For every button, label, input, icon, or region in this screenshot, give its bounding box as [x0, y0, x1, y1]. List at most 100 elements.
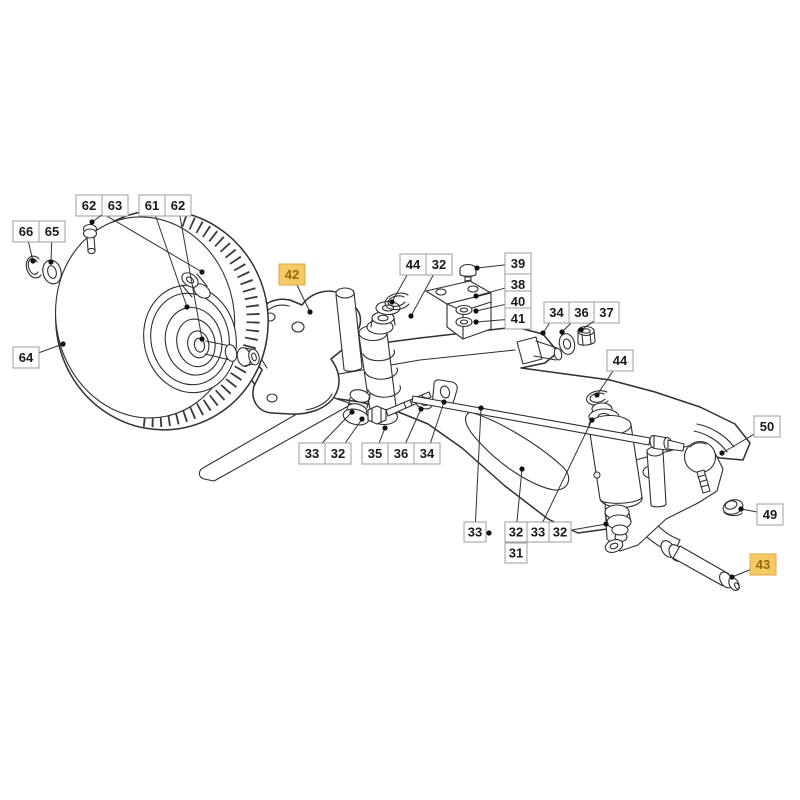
label-text: 65 [45, 224, 59, 239]
part-callout-49-19[interactable]: 49 [738, 503, 784, 526]
part-callout-41-13[interactable]: 41 [473, 307, 532, 330]
part-callout-33-26[interactable]: 33 [463, 405, 487, 543]
part-callout-32-9[interactable]: 32 [408, 253, 453, 319]
leader-dot [474, 265, 480, 271]
label-box [753, 415, 781, 438]
label-box [413, 442, 441, 465]
washer-41 [455, 316, 473, 328]
label-box [12, 346, 40, 369]
label-text: 35 [368, 446, 382, 461]
circlip-44-left [384, 292, 410, 311]
label-text: 62 [82, 198, 96, 213]
part-callout-44-8[interactable]: 44 [389, 253, 427, 305]
hub-hardware [25, 223, 211, 299]
part-callout-32-22[interactable]: 32 [324, 416, 365, 465]
label-text: 33 [305, 446, 319, 461]
leader-line [474, 407, 482, 523]
leader-line [378, 427, 386, 444]
part-callout-33-21[interactable]: 33 [298, 409, 355, 465]
leader-dot [738, 506, 744, 512]
part-callout-37-16[interactable]: 37 [578, 301, 620, 333]
part-callout-63-3[interactable]: 63 [89, 194, 129, 225]
leader-dot [578, 327, 584, 333]
free-dot [486, 530, 492, 536]
part-callout-62-5[interactable]: 62 [164, 194, 205, 342]
part-callout-40-12[interactable]: 40 [473, 290, 532, 314]
leader-dot [473, 308, 479, 314]
stub-axle [516, 336, 563, 365]
nut-49 [722, 499, 744, 517]
label-text: 32 [509, 525, 523, 540]
right-steering-pin [646, 450, 667, 508]
part-callout-65-1[interactable]: 65 [38, 220, 66, 265]
part-callout-32-27[interactable]: 32 [504, 466, 528, 543]
leader-line [570, 523, 607, 531]
part-callout-62-2[interactable]: 62 [75, 194, 205, 275]
steering-knuckle-42 [246, 287, 363, 415]
part-callout-50-18[interactable]: 50 [719, 415, 781, 456]
part-callout-42-7[interactable]: 42 [278, 263, 313, 315]
label-text: 36 [394, 446, 408, 461]
washer-65 [42, 259, 62, 285]
leader-dot [89, 219, 95, 225]
front-wheel [55, 209, 269, 431]
label-text: 33 [531, 525, 545, 540]
leader-line [38, 343, 64, 354]
leader-dot [349, 409, 355, 415]
pivot-pin-43 [660, 540, 741, 592]
leader-dot [719, 450, 725, 456]
leader-line [50, 241, 53, 263]
label-text: 42 [285, 267, 299, 282]
label-text: 32 [553, 525, 567, 540]
part-callout-39-10[interactable]: 39 [474, 252, 532, 275]
leader-dot [48, 259, 54, 265]
label-text: 61 [145, 198, 159, 213]
label-text: 41 [511, 311, 525, 326]
leader-dot [418, 406, 424, 412]
label-box [756, 503, 784, 526]
mount-bracket-assembly [425, 263, 492, 340]
part-callout-44-17[interactable]: 44 [594, 349, 634, 398]
label-text: 32 [331, 446, 345, 461]
part-callout-61-4[interactable]: 61 [138, 194, 190, 310]
label-text: 31 [509, 546, 523, 561]
label-text: 38 [511, 277, 525, 292]
leader-dot [473, 319, 479, 325]
part-callout-34-14[interactable]: 34 [540, 301, 570, 336]
leader-line [740, 508, 758, 513]
label-text: 63 [108, 198, 122, 213]
leader-dot [729, 574, 735, 580]
leader-dot [307, 309, 313, 315]
leader-line [476, 264, 506, 269]
leader-line [101, 212, 203, 273]
part-callout-64-6[interactable]: 64 [12, 341, 66, 369]
part-callout-34-25[interactable]: 34 [413, 399, 447, 465]
leader-dot [408, 313, 414, 319]
label-box [749, 553, 777, 576]
leader-dot [199, 269, 205, 275]
part-callout-66-0[interactable]: 66 [12, 220, 40, 264]
tie-rod-assembly [411, 395, 717, 494]
label-text: 44 [406, 257, 421, 272]
leader-line [179, 215, 203, 340]
washer-40 [455, 304, 473, 316]
part-callout-33-28[interactable]: 33 [526, 417, 595, 543]
label-text: 37 [599, 305, 613, 320]
part-callout-36-24[interactable]: 36 [387, 406, 424, 465]
part-callout-32-29[interactable]: 32 [548, 521, 609, 543]
ball-joint [683, 440, 717, 474]
label-text: 64 [19, 350, 34, 365]
part-callout-35-23[interactable]: 35 [361, 425, 389, 465]
part-callout-43-20[interactable]: 43 [729, 553, 777, 580]
leader-dot [559, 329, 565, 335]
label-text: 44 [613, 353, 628, 368]
leader-line [721, 433, 755, 454]
label-text: 36 [574, 305, 588, 320]
leader-line [410, 274, 434, 317]
part-callout-36-15[interactable]: 36 [559, 301, 595, 335]
label-text: 66 [19, 224, 33, 239]
part-callout-31-30[interactable]: 31 [504, 542, 528, 564]
label-text: 34 [420, 446, 435, 461]
label-text: 62 [171, 198, 185, 213]
